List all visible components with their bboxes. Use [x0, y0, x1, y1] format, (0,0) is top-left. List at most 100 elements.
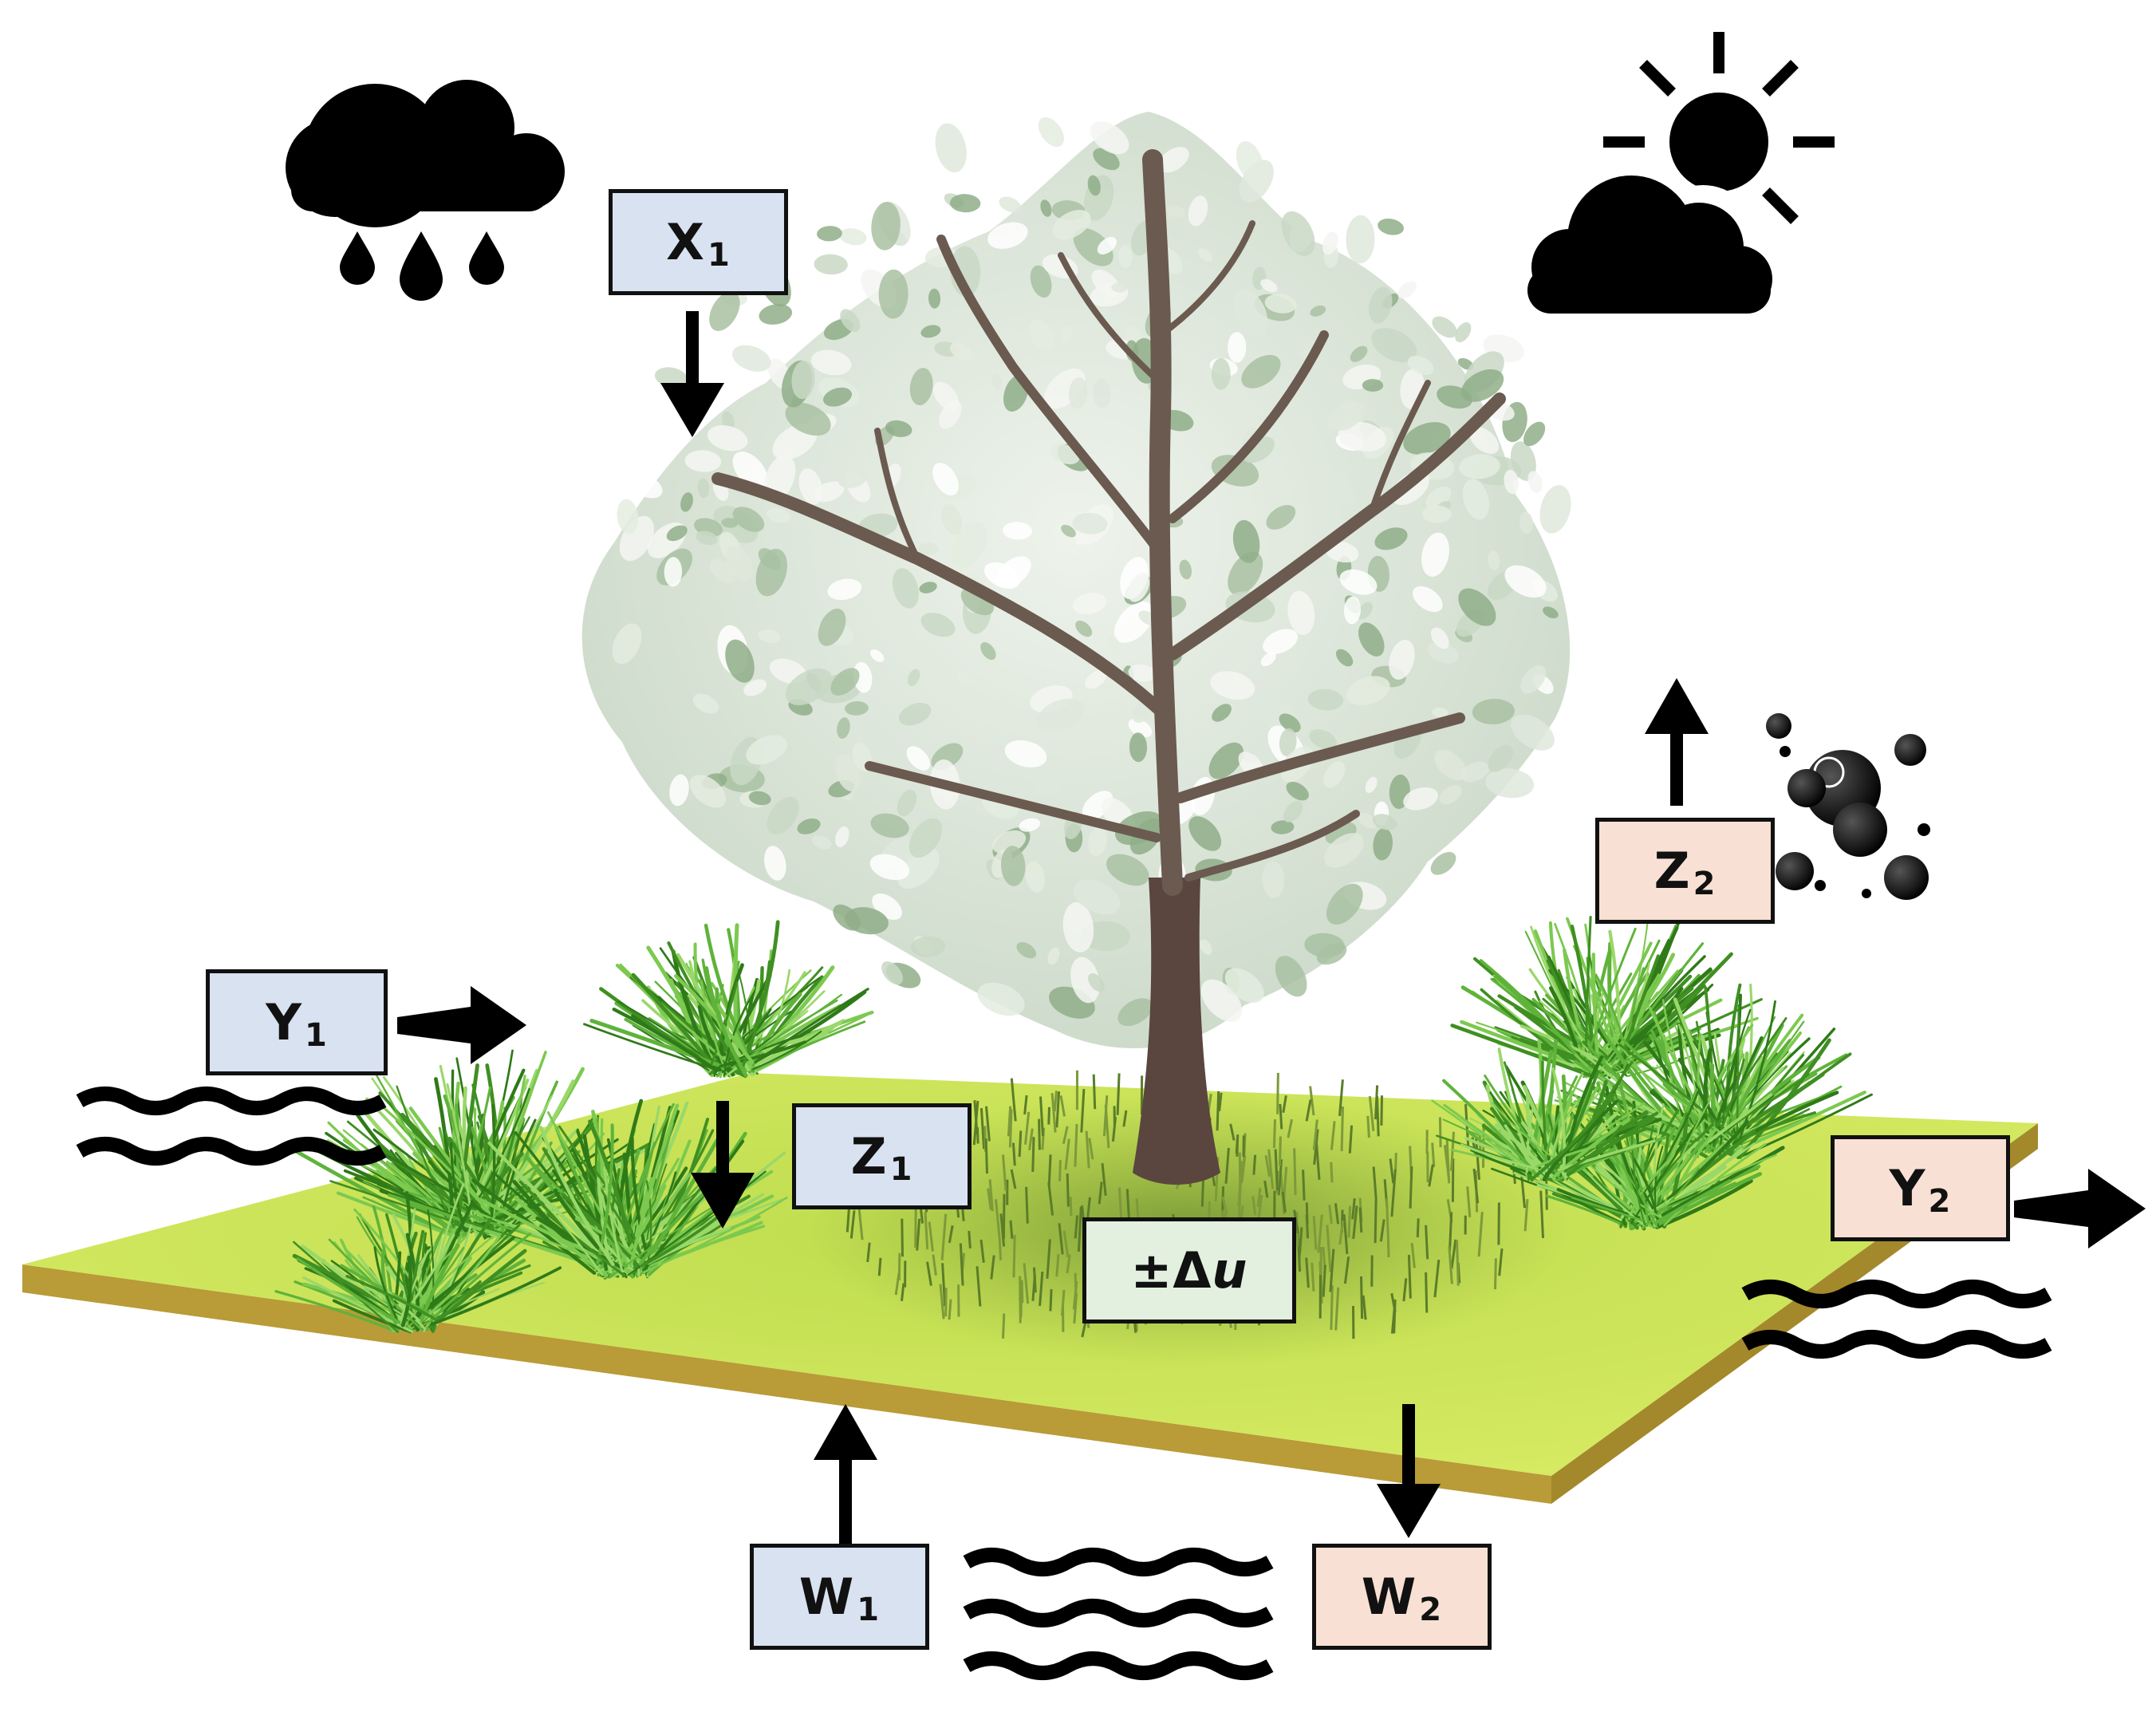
- leaf: [636, 438, 664, 468]
- leaf: [664, 557, 683, 587]
- leaf: [1075, 620, 1093, 637]
- shade-grass-blade: [1276, 1072, 1279, 1114]
- leaf: [1200, 939, 1212, 956]
- shade-grass-blade: [1039, 1096, 1044, 1137]
- leaf: [680, 492, 693, 512]
- grass-blade: [629, 1103, 680, 1268]
- gas-bubbles-icon: [1766, 713, 1930, 900]
- branch: [1369, 380, 1431, 514]
- grass-blade: [372, 1069, 460, 1229]
- shade-grass-blade: [1055, 1253, 1060, 1277]
- branch: [1166, 392, 1506, 661]
- leaf: [1073, 879, 1121, 915]
- leaf: [1389, 639, 1415, 680]
- shade-grass-blade: [1312, 1119, 1318, 1150]
- leaf: [977, 982, 1025, 1016]
- shade-grass-blade: [1058, 1160, 1062, 1181]
- grass-blade: [333, 1264, 410, 1320]
- leaf: [830, 668, 860, 696]
- grass-blade: [1606, 1042, 1683, 1077]
- shade-grass-blade: [1216, 1091, 1220, 1131]
- branch: [865, 761, 1161, 842]
- leaf: [696, 531, 718, 546]
- leaf: [1287, 590, 1315, 635]
- branch: [1175, 712, 1465, 803]
- leaf: [1527, 471, 1543, 494]
- shade-grass-blade: [1033, 1267, 1037, 1293]
- grass-blade: [704, 923, 753, 1063]
- leaf: [1374, 527, 1408, 550]
- leaf: [1397, 281, 1417, 299]
- leaf: [1028, 319, 1054, 352]
- shade-grass-blade: [1002, 1193, 1006, 1239]
- shade-grass-blade: [1277, 1159, 1283, 1196]
- leaf: [949, 194, 981, 213]
- grass-tuft-illustration: [1554, 983, 1873, 1160]
- grass-blade: [671, 949, 718, 1072]
- leaf: [818, 608, 846, 646]
- leaf: [1030, 265, 1052, 298]
- grass-blade: [1703, 1093, 1773, 1146]
- leaf: [1004, 740, 1047, 767]
- leaf: [928, 288, 941, 309]
- branch: [1168, 330, 1329, 523]
- x1-label-main: X: [666, 213, 705, 271]
- leaf: [1378, 218, 1405, 235]
- grass-blade: [447, 1136, 506, 1222]
- shade-grass-blade: [1240, 1155, 1247, 1184]
- leaf: [1335, 649, 1354, 667]
- leaf: [1085, 669, 1107, 689]
- leaf: [1019, 818, 1041, 832]
- shade-grass-blade: [1450, 1239, 1457, 1269]
- grass-blade: [1648, 1006, 1720, 1149]
- grass-blade: [1582, 927, 1637, 1070]
- grass-blade: [588, 1119, 638, 1270]
- shade-grass-blade: [1519, 1172, 1526, 1209]
- branch: [874, 428, 920, 562]
- grass-blade: [1470, 1149, 1532, 1175]
- leaf: [1434, 749, 1467, 781]
- shade-grass-blade: [1466, 1186, 1472, 1217]
- wave-line: [963, 1651, 1274, 1680]
- leaf: [726, 545, 753, 581]
- leaf: [1430, 627, 1449, 649]
- grass-blade: [1739, 1038, 1831, 1158]
- grass-blade: [1586, 1172, 1646, 1227]
- shade-grass-blade: [1433, 1259, 1441, 1298]
- leaf: [1062, 901, 1094, 953]
- leaf: [1504, 565, 1547, 598]
- leaf: [1263, 629, 1299, 655]
- shade-grass-blade: [1039, 1271, 1044, 1307]
- leaf: [845, 907, 889, 935]
- shade-grass-blade: [1055, 1091, 1061, 1128]
- shade-grass-blade: [939, 1284, 945, 1320]
- leaf: [1097, 237, 1117, 254]
- shade-grass-blade: [959, 1243, 964, 1286]
- arrow-y1-right: [397, 986, 526, 1064]
- leaf: [707, 425, 748, 452]
- leaf: [1003, 522, 1032, 540]
- shade-grass-blade: [1498, 1248, 1504, 1276]
- shade-grass-blade: [897, 1252, 901, 1280]
- shade-grass-blade: [1012, 1234, 1016, 1278]
- grass-blade: [428, 1248, 527, 1329]
- leaf: [1346, 215, 1375, 264]
- shade-grass-blade: [1007, 1106, 1012, 1137]
- leaf: [1343, 596, 1362, 625]
- leaf: [839, 228, 867, 246]
- shade-grass-blade: [1019, 1296, 1023, 1318]
- shade-grass-blade: [1050, 1093, 1057, 1133]
- grass-blade: [674, 974, 755, 1064]
- leaf: [956, 668, 971, 686]
- grass-blade: [332, 1299, 412, 1334]
- leaf: [709, 291, 740, 331]
- leaf: [767, 796, 799, 835]
- leaf: [814, 254, 848, 275]
- w1-label-sub: 1: [857, 1591, 881, 1628]
- shade-grass-blade: [1010, 1169, 1017, 1189]
- grass-blade: [428, 1160, 496, 1223]
- grass-blade: [1618, 954, 1660, 1067]
- shade-grass-blade: [1038, 1118, 1041, 1150]
- shade-grass-blade: [901, 1218, 904, 1257]
